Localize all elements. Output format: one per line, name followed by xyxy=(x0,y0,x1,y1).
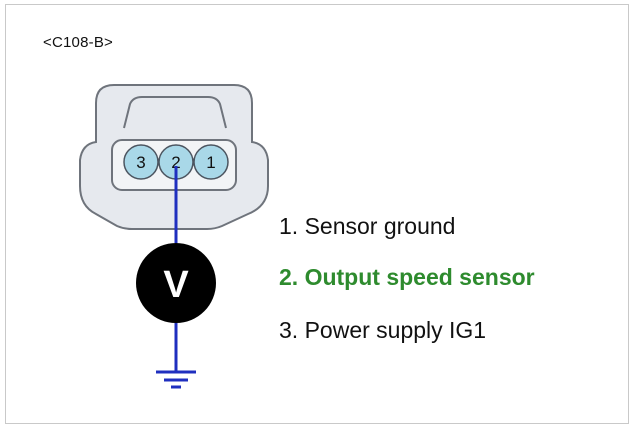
pin-1-label: 1 xyxy=(206,153,215,172)
legend-item-3: 3. Power supply IG1 xyxy=(279,317,487,343)
pin-3 xyxy=(123,144,159,180)
pin-1 xyxy=(193,144,229,180)
pin-2-label: 2 xyxy=(171,153,180,172)
connector-latch xyxy=(123,96,227,129)
connector-id-label: <C108-B> xyxy=(43,34,113,51)
voltmeter-label: V xyxy=(163,264,189,306)
pin-3-label: 3 xyxy=(136,153,145,172)
ground-icon xyxy=(156,370,196,389)
voltmeter-icon xyxy=(136,243,216,323)
legend-item-1: 1. Sensor ground xyxy=(279,213,456,239)
legend-item-2: 2. Output speed sensor xyxy=(279,264,535,290)
